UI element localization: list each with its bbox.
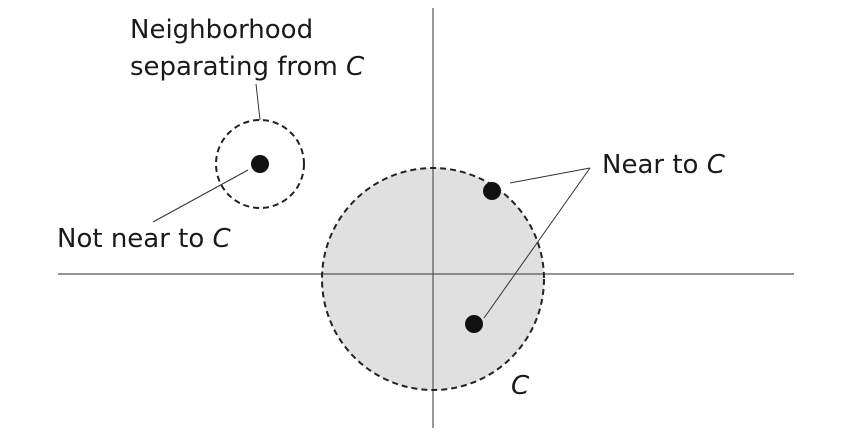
neighborhood-label-line1: Neighborhood — [130, 15, 313, 45]
near-label: Near to C — [602, 150, 726, 180]
neighborhood-label: Neighborhood — [130, 15, 313, 45]
not-near-label: Not near to C — [57, 224, 232, 254]
not-near-leader — [152, 169, 249, 223]
near-leader-boundary-point — [509, 167, 591, 184]
point-not-near — [251, 155, 269, 173]
neighborhood-leader — [255, 83, 261, 121]
point-near-interior — [465, 315, 483, 333]
neighborhood-label-line2: separating from C — [130, 52, 365, 82]
separating-neighborhood — [215, 119, 305, 209]
set-c-label: C — [511, 371, 530, 401]
point-near-boundary — [483, 182, 501, 200]
set-c-boundary — [321, 167, 545, 391]
near-leader-interior-point — [483, 167, 591, 319]
